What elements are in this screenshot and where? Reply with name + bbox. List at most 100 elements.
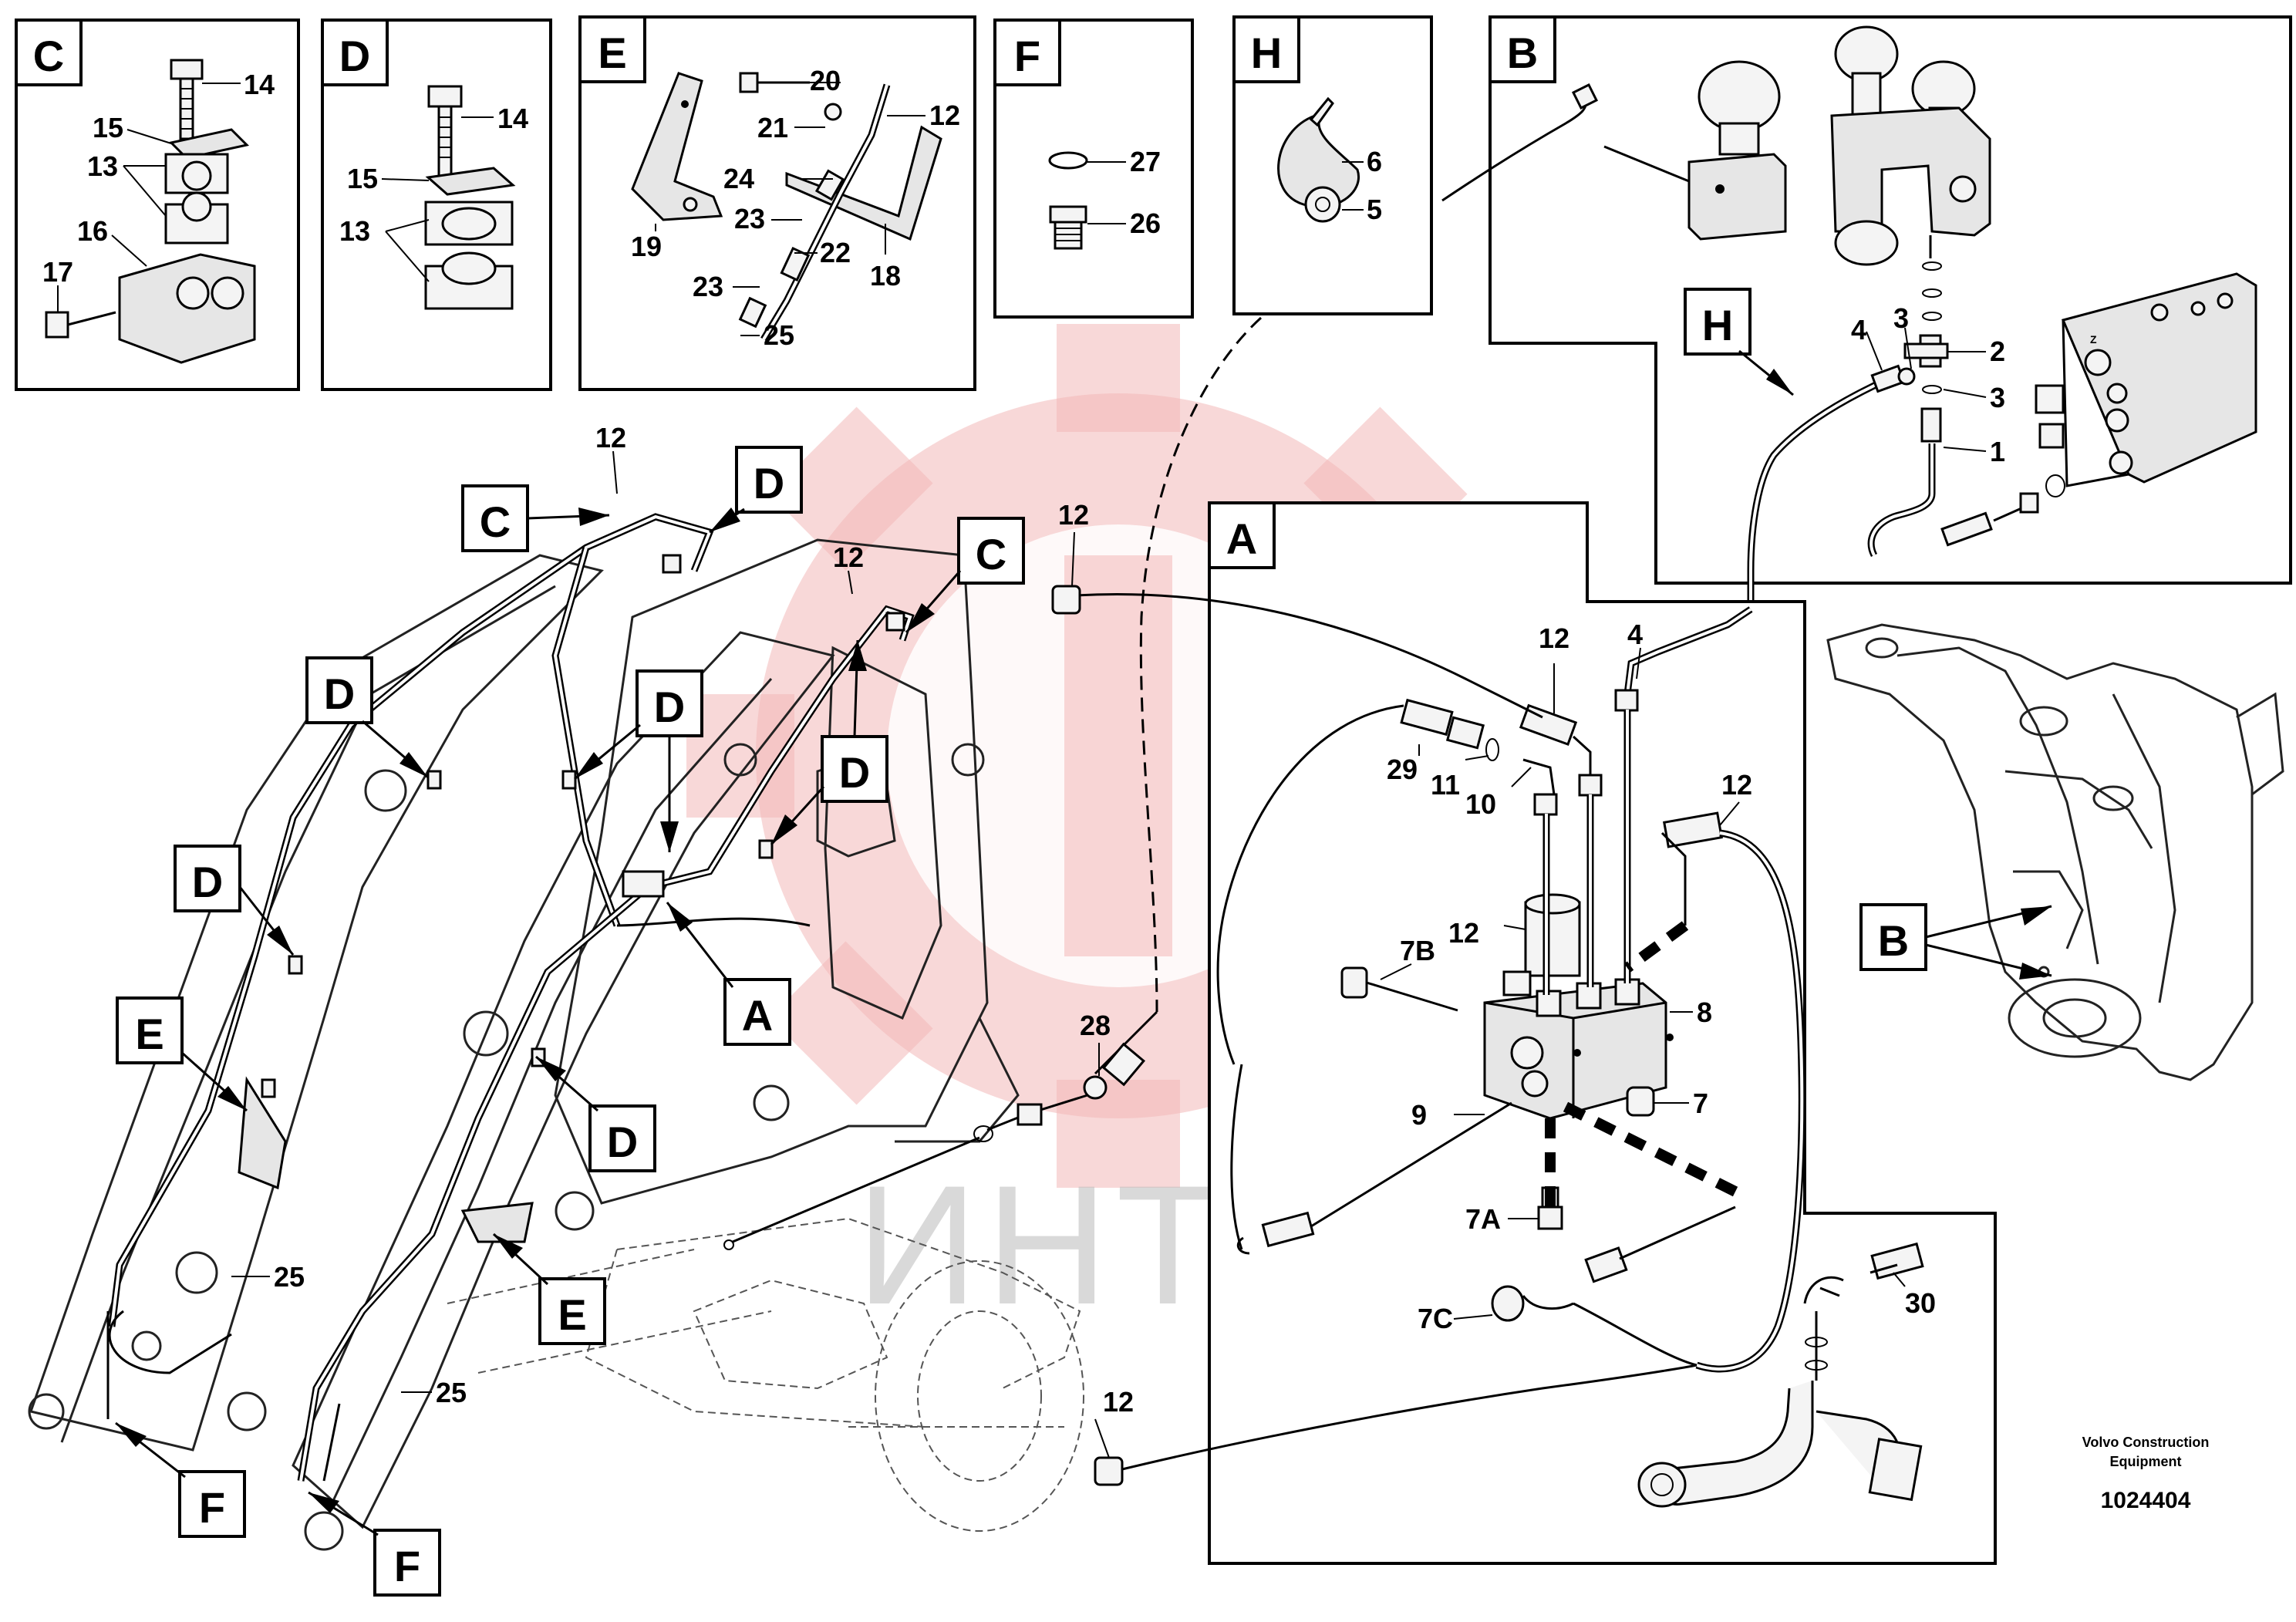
box-e-callout-22: 22 [820, 237, 851, 268]
box-a-callout-8: 7B [1400, 935, 1435, 966]
pipe-assembly [1637, 1242, 1924, 1508]
box-a-callout-12a: 12 [1539, 622, 1569, 654]
plate-15 [168, 128, 250, 160]
hose-12-right [1660, 811, 1805, 1373]
box-c-letter: C [33, 32, 64, 80]
tag-a: A [666, 902, 791, 1046]
detail-box-d: D 14 15 13 [321, 19, 552, 391]
box-e-callout-23a: 23 [734, 203, 765, 234]
box-f-callout-26: 26 [1130, 207, 1161, 239]
box-c-callout-15: 15 [93, 112, 123, 143]
bolt-17 [45, 311, 116, 339]
box-f-letter: F [1014, 32, 1040, 80]
box-e-callout-19: 19 [631, 231, 662, 262]
box-d-callout-15: 15 [347, 163, 378, 194]
box-e-callout-21: 21 [757, 112, 788, 143]
box-a-callout-30: 7C [1418, 1303, 1453, 1334]
svg-text:B: B [1878, 916, 1909, 965]
accumulator-right [1830, 25, 1991, 266]
box-a-callout-11: 11 [1431, 769, 1460, 801]
main-callout-12c: 12 [1058, 499, 1089, 531]
box-b-subtag-h: H [1684, 288, 1794, 396]
box-h-callout-6: 6 [1367, 146, 1382, 177]
box-a-callout-7a: 9 [1411, 1099, 1427, 1131]
box-b-callout-3b: 3 [1990, 382, 2005, 413]
main-loader-view: 12 12 12 28 25 25 12 C D C D D D [28, 316, 1263, 1597]
tag-d-2: D [305, 656, 429, 779]
tag-b-frame: B [1859, 903, 2052, 980]
plate-15 [425, 167, 516, 196]
main-callout-12a: 12 [595, 422, 626, 454]
tag-d-3: D [574, 669, 703, 852]
box-b-callout-1: 1 [1990, 436, 2005, 467]
svg-text:E: E [135, 1010, 164, 1058]
drawing-number: 1024404 [2101, 1488, 2191, 1513]
bolt-20 [739, 72, 759, 93]
svg-text:D: D [654, 683, 685, 731]
box-a-letter: A [1226, 514, 1257, 563]
plug-26 [1049, 205, 1087, 250]
clip-5 [1304, 186, 1341, 223]
main-callout-28: 28 [1080, 1010, 1111, 1041]
valve-block: Z [2035, 272, 2257, 487]
frame-view: B [1826, 623, 2284, 1081]
footer: Volvo Construction Equipment 1024404 [2082, 1435, 2210, 1513]
box-d-letter: D [339, 32, 370, 80]
bracket-18 [785, 125, 942, 241]
nut-9 [1626, 1086, 1655, 1117]
svg-text:C: C [480, 497, 511, 546]
box-a-callout-7c: 7A [1465, 1203, 1501, 1235]
tag-d-6: D [535, 1055, 656, 1172]
box-e-letter: E [598, 29, 626, 77]
box-a-callout-12b: 12 [1721, 769, 1752, 801]
fitting-stack [1867, 235, 2065, 558]
box-e-callout-20: 20 [810, 65, 841, 96]
tag-d-4: D [770, 639, 888, 846]
tag-e-2: E [492, 1233, 606, 1345]
box-d-callout-13: 13 [339, 215, 370, 247]
tag-c-1: C [461, 484, 610, 552]
main-callout-12b: 12 [833, 541, 864, 573]
box-b-callout-2: 2 [1990, 336, 2005, 367]
main-callout-25a: 25 [274, 1261, 305, 1293]
fittings-upper [1400, 698, 1603, 816]
bracket-19 [631, 72, 723, 221]
junction-block [622, 870, 665, 898]
main-callout-25b: 25 [436, 1377, 467, 1408]
bolt-14 [427, 85, 463, 177]
footer-company-line2: Equipment [2110, 1454, 2182, 1469]
solenoid-7b [1524, 901, 1581, 977]
box-c-callout-14: 14 [244, 69, 275, 100]
box-a-callout-7: 8 [1697, 996, 1712, 1028]
detail-box-h: H 6 5 [1232, 15, 1433, 315]
detail-box-f: F 27 26 [993, 19, 1194, 319]
box-f-callout-27: 27 [1130, 146, 1161, 177]
svg-text:D: D [324, 669, 355, 718]
svg-text:D: D [754, 459, 784, 508]
detail-box-c: C 14 15 13 16 17 [15, 19, 300, 391]
svg-text:C: C [976, 530, 1006, 578]
box-c-callout-16: 16 [77, 215, 108, 247]
box-e-callout-25: 25 [764, 319, 794, 351]
tag-f-2: F [308, 1491, 441, 1597]
accumulator-left [1687, 60, 1787, 241]
valve-7 [1483, 893, 1674, 1120]
svg-text:H: H [1702, 301, 1733, 349]
box-c-callout-17: 17 [42, 256, 73, 288]
o-ring-27 [1048, 151, 1088, 170]
tag-f-1: F [115, 1421, 246, 1538]
box-e-callout-23b: 23 [693, 271, 723, 302]
detail-box-e: E 20 21 12 24 19 23 22 18 23 25 [578, 15, 976, 391]
tag-d-1: D [709, 446, 803, 534]
box-b-callout-3a: 3 [1893, 302, 1909, 334]
main-callout-12d: 12 [1103, 1386, 1134, 1418]
svg-text:Z: Z [2090, 333, 2097, 346]
svg-text:F: F [394, 1542, 420, 1590]
box-a-callout-10: 10 [1465, 788, 1496, 820]
box-e-callout-12: 12 [929, 99, 960, 131]
box-a-callout-29: 29 [1387, 754, 1418, 785]
box-h-callout-5: 5 [1367, 194, 1382, 225]
detail-box-a: A [1051, 501, 1997, 1565]
pins [28, 743, 985, 1551]
dashed-leader-h [1139, 316, 1263, 1013]
